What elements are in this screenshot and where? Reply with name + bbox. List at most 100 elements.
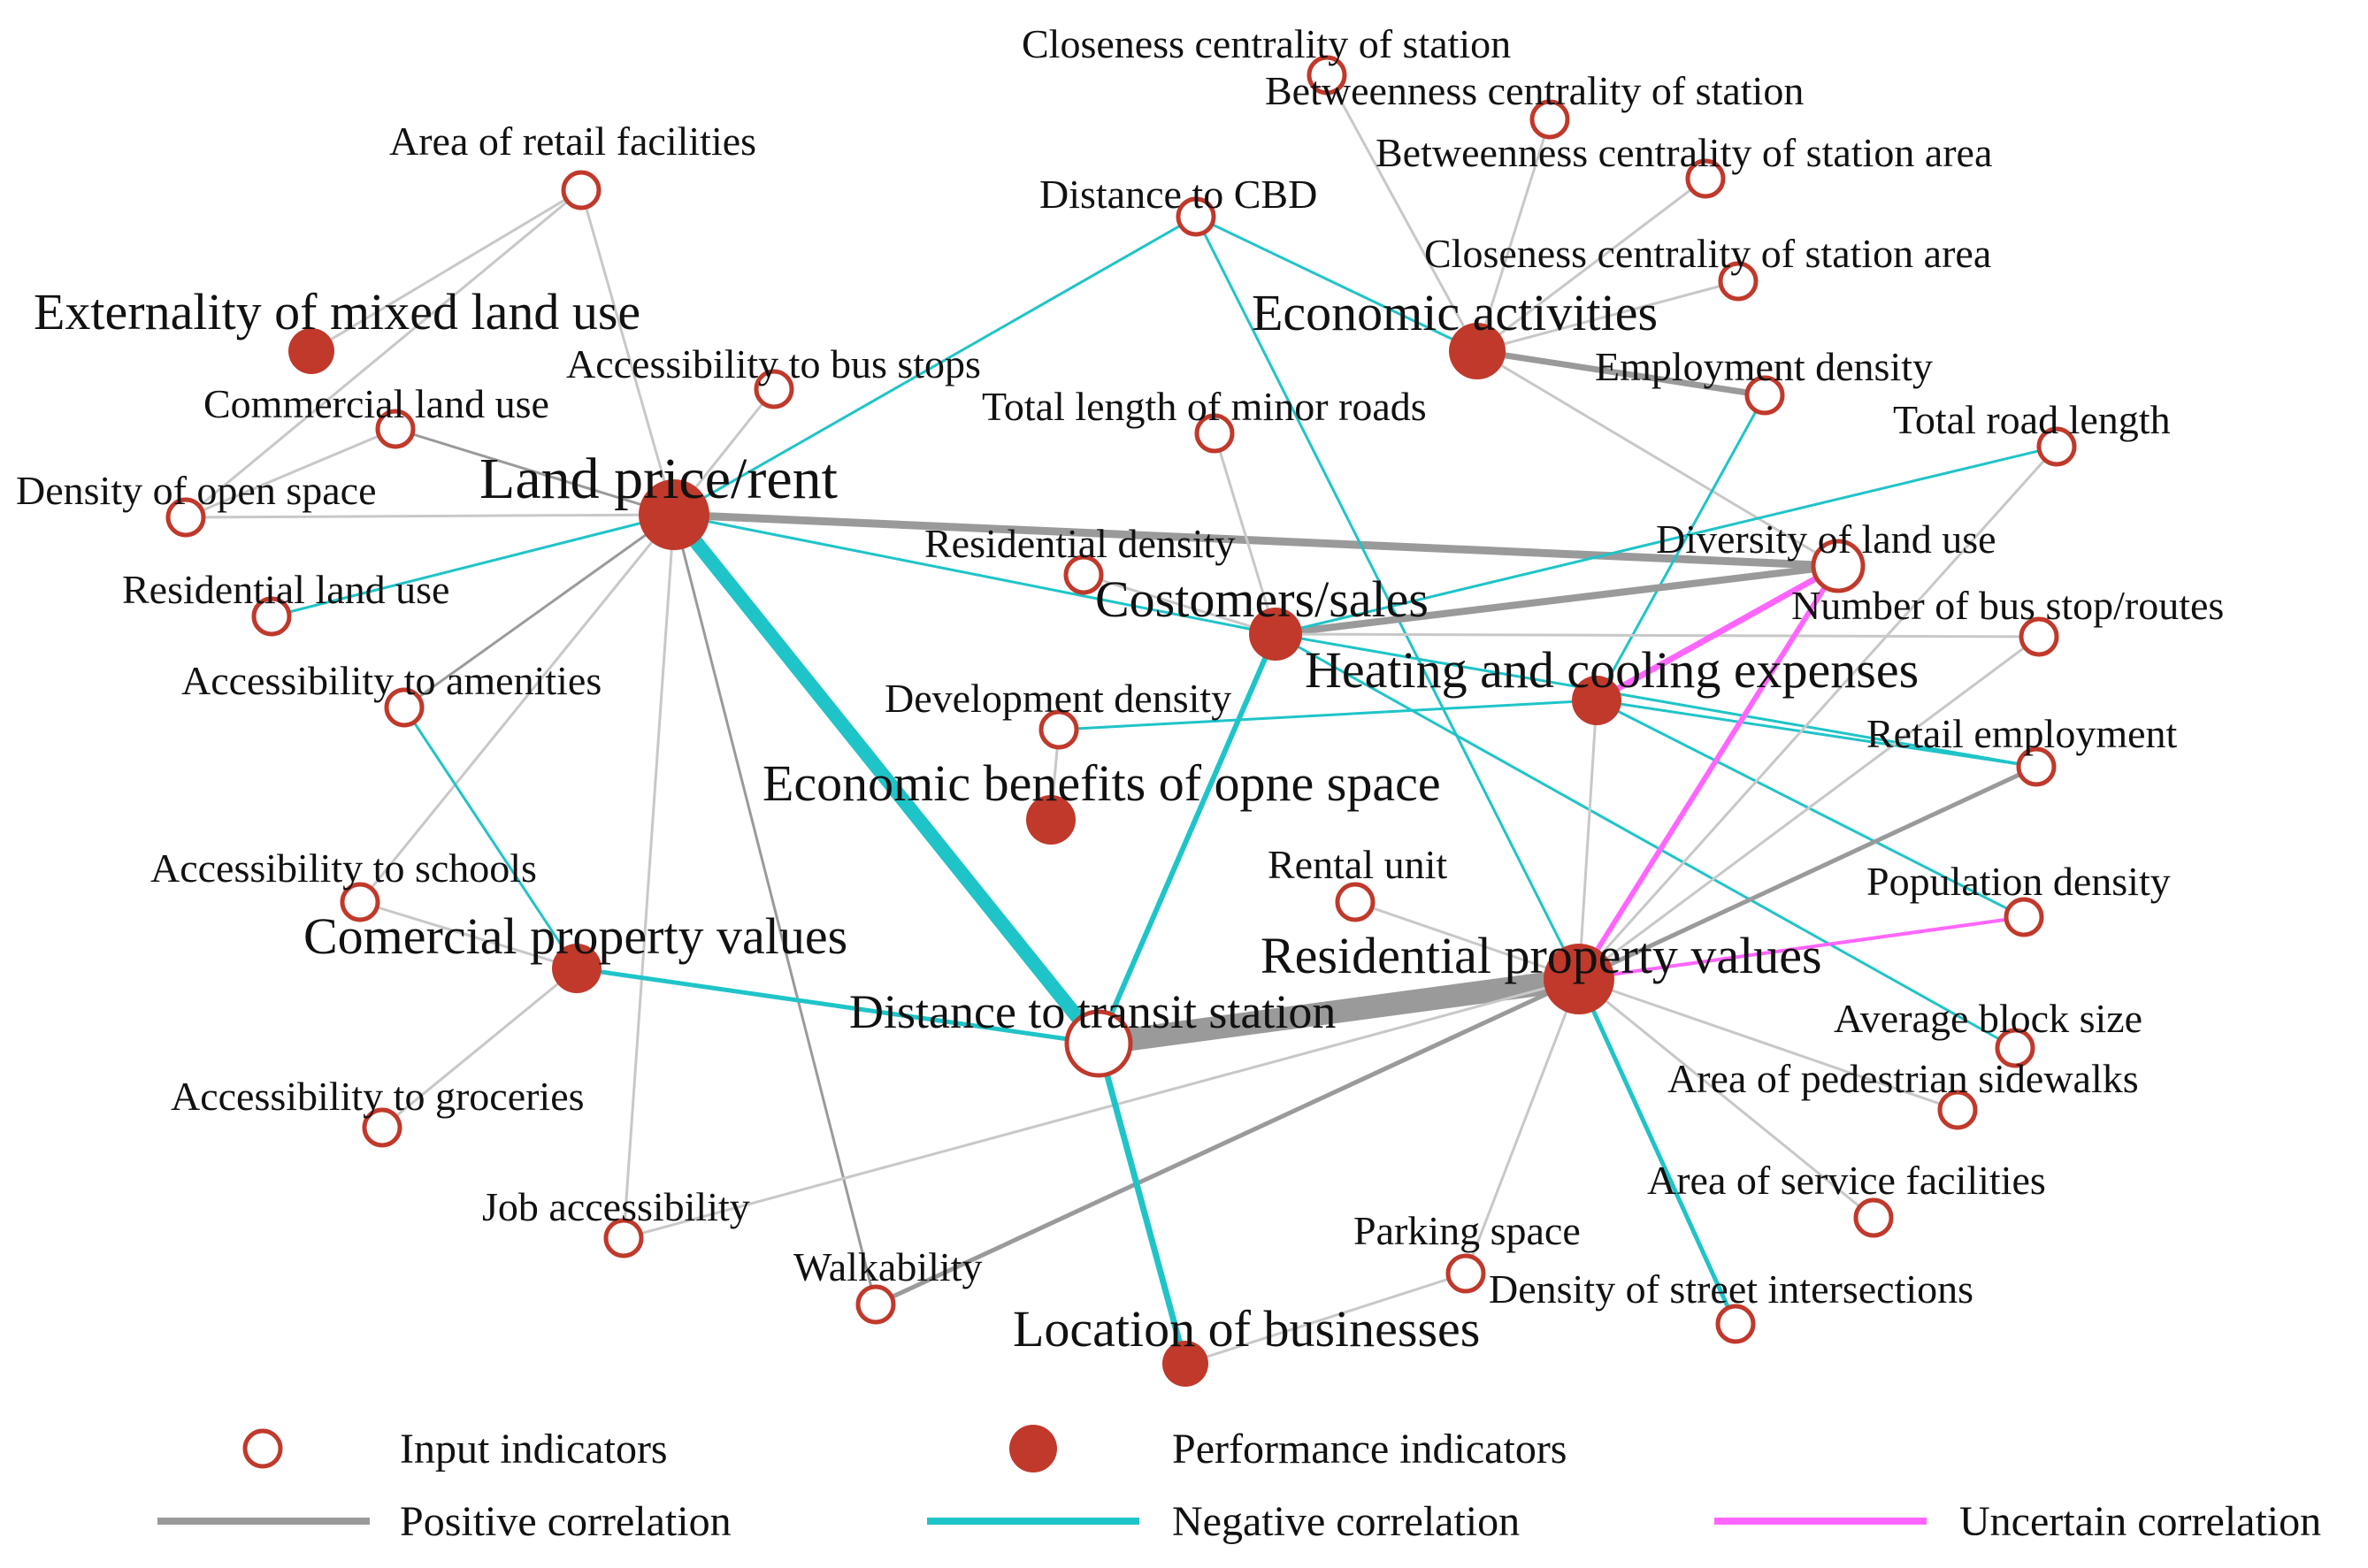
label-minor-roads: Total length of minor roads bbox=[982, 384, 1427, 429]
legend-performance-label: Performance indicators bbox=[1172, 1426, 1567, 1472]
edge-weak-mixed_use-retail_area bbox=[310, 188, 583, 353]
edge-weak-rental-residential_values bbox=[1353, 900, 1581, 981]
edge-negative-heating-retail_employment bbox=[1595, 699, 2038, 769]
edge-weak-schools-land_price bbox=[358, 513, 676, 904]
label-jobs: Job accessibility bbox=[482, 1184, 750, 1229]
edge-weak-jobs-land_price bbox=[622, 513, 676, 1240]
edge-negative-land_price-customers bbox=[672, 513, 1277, 636]
edge-positive-residential_values-walkability bbox=[873, 976, 1582, 1307]
node-economic bbox=[1449, 323, 1506, 379]
legend-negative-label: Negative correlation bbox=[1172, 1498, 1520, 1545]
edge-weak-betweenness_station-economic bbox=[1475, 118, 1552, 353]
label-heating: Heating and cooling expenses bbox=[1305, 641, 1919, 699]
edge-negative-heating-population bbox=[1595, 699, 2026, 919]
label-layer: Closeness centrality of stationBetweenne… bbox=[16, 21, 2224, 1358]
edge-weak-residential_values-service bbox=[1577, 977, 1875, 1220]
label-open-space: Density of open space bbox=[16, 468, 377, 513]
label-businesses: Location of businesses bbox=[1013, 1300, 1480, 1358]
legend-uncertain-label: Uncertain correlation bbox=[1959, 1498, 2321, 1545]
node-closeness-station bbox=[1307, 55, 1347, 96]
edge-weak-residential_density-customers bbox=[1082, 573, 1277, 636]
node-sidewalks bbox=[1937, 1090, 1978, 1130]
label-intersections: Density of street intersections bbox=[1489, 1266, 1973, 1312]
edge-negative-cbd-residential_values bbox=[1194, 215, 1581, 981]
edge-negative-land_price-cbd bbox=[672, 215, 1198, 516]
label-land-price: Land price/rent bbox=[479, 447, 838, 511]
node-residential-values bbox=[1544, 944, 1614, 1014]
edge-positive-amenities-land_price bbox=[402, 513, 676, 709]
edge-weak-closeness_station-economic bbox=[1325, 73, 1479, 353]
node-parking bbox=[1445, 1253, 1486, 1294]
label-betweenness-station: Betweenness centrality of station bbox=[1265, 68, 1804, 113]
node-customers bbox=[1249, 608, 1302, 661]
node-betweenness-station bbox=[1529, 99, 1570, 140]
edge-positive-commercial_land-land_price bbox=[394, 427, 676, 516]
edge-uncertain-diversity-residential_values bbox=[1576, 563, 1841, 982]
node-mixed-use bbox=[288, 328, 334, 374]
edge-weak-parking-businesses bbox=[1184, 1272, 1468, 1365]
node-bus-routes bbox=[2019, 616, 2059, 657]
edge-negative-customers-road_length bbox=[1274, 445, 2058, 636]
node-development bbox=[1038, 709, 1079, 750]
node-diversity bbox=[1811, 539, 1866, 593]
edge-positive-retail_employment-residential_values bbox=[1576, 764, 2039, 982]
label-open-space-benefits: Economic benefits of opne space bbox=[763, 754, 1441, 812]
node-intersections bbox=[1715, 1304, 1756, 1344]
edge-positive-land_price-diversity bbox=[670, 510, 1843, 570]
node-closeness-area bbox=[1718, 261, 1759, 302]
edge-weak-minor_roads-customers bbox=[1213, 432, 1277, 636]
label-customers: Costomers/sales bbox=[1095, 570, 1429, 628]
node-betweenness-area bbox=[1685, 158, 1726, 199]
legend-performance-marker bbox=[1009, 1425, 1057, 1472]
edge-negative-employment_density-heating bbox=[1595, 394, 1766, 702]
edge-weak-heating-residential_values bbox=[1577, 699, 1598, 981]
edge-positive-residential_values-transit bbox=[1087, 968, 1590, 1055]
edge-weak-groceries-commercial_values bbox=[380, 967, 579, 1129]
edge-negative-residential_land-land_price bbox=[270, 513, 676, 618]
node-schools bbox=[340, 882, 380, 922]
label-residential-values: Residential property values bbox=[1261, 927, 1822, 984]
edge-weak-schools-commercial_values bbox=[358, 900, 579, 970]
label-schools: Accessibility to schools bbox=[150, 845, 537, 891]
label-economic: Economic activities bbox=[1252, 284, 1658, 341]
label-mixed-use: Externality of mixed land use bbox=[34, 283, 640, 340]
edge-weak-betweenness_area-economic bbox=[1475, 177, 1707, 353]
label-development: Development density bbox=[885, 676, 1231, 721]
edge-weak-bus_routes-residential_values bbox=[1577, 635, 2041, 981]
edge-negative-residential_values-intersections bbox=[1576, 976, 1738, 1327]
label-commercial-values: Comercial property values bbox=[303, 907, 847, 965]
node-bus-stops bbox=[754, 369, 794, 409]
node-block-size bbox=[1995, 1028, 2035, 1068]
label-amenities: Accessibility to amenities bbox=[181, 658, 602, 703]
edge-negative-customers-block_size bbox=[1274, 632, 2017, 1050]
edge-layer bbox=[184, 73, 2058, 1367]
edge-negative-commercial_values-transit bbox=[574, 966, 1101, 1046]
node-cbd bbox=[1176, 196, 1216, 237]
node-retail-area bbox=[561, 170, 602, 210]
node-groceries bbox=[362, 1107, 402, 1148]
node-commercial-land bbox=[375, 409, 416, 449]
label-diversity: Diversity of land use bbox=[1656, 516, 1996, 562]
node-rental bbox=[1335, 882, 1376, 922]
edge-weak-residential_values-sidewalks bbox=[1577, 977, 1959, 1112]
edge-negative-customers-transit bbox=[1096, 631, 1278, 1046]
edge-weak-residential_values-parking bbox=[1464, 977, 1581, 1275]
node-residential-land bbox=[251, 596, 292, 637]
node-population bbox=[2004, 897, 2044, 937]
node-transit bbox=[1064, 1009, 1133, 1078]
node-jobs bbox=[603, 1218, 644, 1258]
node-land-price bbox=[639, 479, 709, 550]
label-retail-area: Area of retail facilities bbox=[389, 119, 756, 164]
label-transit: Distance to transit station bbox=[849, 985, 1336, 1038]
edge-weak-open_space-land_price bbox=[184, 513, 676, 519]
label-closeness-area: Closeness centrality of station area bbox=[1424, 231, 1991, 276]
edge-weak-road_length-residential_values bbox=[1577, 445, 2058, 981]
edge-negative-land_price-transit bbox=[667, 508, 1106, 1051]
node-commercial-values bbox=[552, 944, 602, 993]
label-road-length: Total road length bbox=[1893, 397, 2171, 442]
label-block-size: Average block size bbox=[1834, 996, 2142, 1041]
label-bus-stops: Accessibility to bus stops bbox=[566, 341, 981, 386]
edge-positive-employment_density-economic bbox=[1474, 348, 1768, 399]
legend-positive-label: Positive correlation bbox=[400, 1498, 732, 1545]
